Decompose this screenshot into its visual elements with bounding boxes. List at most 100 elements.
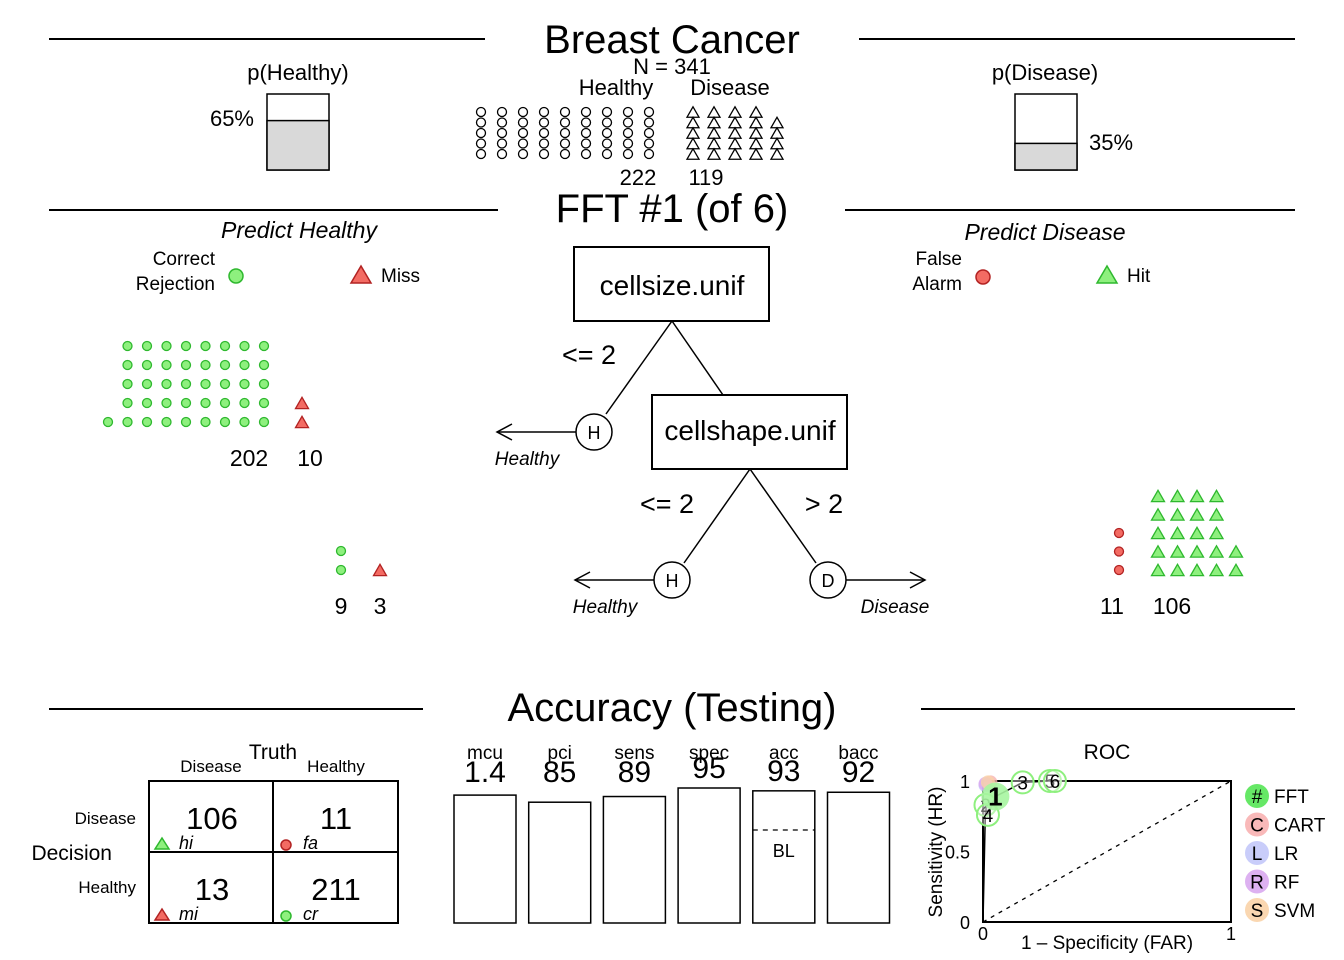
truth-label: Truth (249, 741, 297, 764)
legend-lr-icon (1245, 841, 1269, 865)
node-2-box (651, 394, 848, 470)
healthy-person-icon (496, 106, 508, 118)
healthy-person-icon (580, 138, 592, 149)
healthy-person-icon (496, 138, 508, 149)
correct-rejection-icon (122, 359, 133, 371)
false-alarm-icon (280, 839, 292, 851)
false-alarm-icon (975, 269, 991, 285)
legend-rf-icon (1245, 869, 1269, 894)
legend-label: SVM (1274, 901, 1315, 922)
healthy-person-icon (622, 127, 634, 139)
false-alarm-icons (1113, 527, 1125, 576)
node-1-right-branch (671, 320, 724, 396)
disease-person-icon (727, 147, 743, 160)
legend-false-alarm-line2: Alarm (912, 274, 962, 295)
false-alarm-icon (1113, 546, 1125, 557)
miss-icon (294, 396, 310, 410)
healthy-person-icon (601, 106, 613, 118)
correct-rejection-icon (335, 545, 347, 557)
roc-xlabel: 1 – Specificity (FAR) (1021, 933, 1193, 954)
correct-rejection-icon (161, 340, 172, 352)
p-healthy-label: p(Healthy) (247, 60, 348, 85)
population-disease-label: Disease (690, 75, 769, 100)
roc-title: ROC (1084, 741, 1131, 764)
node-2-right-symbol: D (822, 571, 835, 591)
healthy-person-icon (643, 117, 655, 128)
healthy-person-icon (643, 148, 655, 160)
accuracy-bar-spec (677, 787, 741, 924)
arrow-right-icon (909, 571, 927, 589)
correct-rejection-icon (180, 359, 192, 371)
legend-symbol: C (1250, 816, 1264, 837)
roc-fft-point-label: 3 (1017, 773, 1028, 794)
miss-icon (372, 563, 388, 577)
healthy-person-icon (622, 138, 634, 149)
legend-miss: Miss (381, 266, 420, 287)
healthy-person-icon (559, 117, 571, 128)
correct-rejection-icon (180, 397, 192, 409)
healthy-person-icon (517, 127, 529, 139)
roc-chance-line (982, 780, 1232, 923)
hit-count: 106 (1153, 593, 1191, 619)
correct-rejection-icon (219, 397, 231, 409)
node-2-exit-symbol: H (666, 571, 679, 591)
predict-disease-title: Predict Disease (964, 219, 1125, 245)
accuracy-bar-name: sens (614, 743, 654, 764)
confusion-matrix: Truth Disease Healthy Disease Healthy De… (31, 741, 399, 924)
correct-rejection-icon (219, 340, 231, 352)
hit-icons (1150, 489, 1244, 577)
correct-rejection-icon (141, 416, 153, 428)
p-bar-fill (266, 119, 330, 171)
disease-person-icon (685, 147, 701, 160)
healthy-person-icon (517, 106, 529, 118)
population-disease-icons (685, 105, 785, 160)
tree-title: FFT #1 (of 6) (556, 187, 789, 231)
node-2-cue: cellshape.unif (664, 415, 835, 446)
correct-rejection-icon (219, 359, 231, 371)
disease-person-icon (727, 136, 743, 150)
correct-rejection-icon (161, 359, 172, 371)
roc-fft-point-label: 4 (983, 806, 994, 827)
hit-icon (1208, 544, 1225, 558)
accuracy-bar-pci (527, 801, 592, 924)
roc-plot-area (982, 780, 1232, 923)
correct-rejection-icon (335, 564, 347, 576)
plot-title: Breast Cancer (544, 18, 800, 62)
healthy-person-icon (496, 148, 508, 160)
healthy-person-icon (517, 148, 529, 160)
level-1-miss-icons (294, 396, 310, 429)
hit-icon (1150, 563, 1166, 577)
correct-rejection-icon (200, 378, 211, 390)
healthy-person-icon (517, 138, 529, 149)
cell-fa-label: fa (303, 833, 318, 853)
accuracy-bar-name: mcu (467, 743, 503, 764)
roc-ytick: 0.5 (945, 843, 970, 863)
correct-rejection-icon (180, 378, 192, 390)
healthy-person-icon (622, 148, 634, 160)
legend-label: CART (1274, 816, 1326, 837)
hit-icon (1169, 563, 1186, 577)
correct-rejection-icon (161, 378, 172, 390)
legend-false-alarm-line1: False (916, 249, 962, 270)
healthy-person-icon (580, 127, 592, 139)
healthy-person-icon (559, 106, 571, 118)
hit-icon (1150, 489, 1166, 503)
roc-fft-point-label: 5 (1045, 772, 1056, 793)
hit-icon (1169, 507, 1186, 521)
roc-xtick: 1 (1226, 924, 1236, 944)
correct-rejection-icon (200, 416, 211, 428)
correct-rejection-icon (239, 340, 250, 352)
healthy-person-icon (538, 127, 550, 139)
accuracy-bar-value: 89 (618, 756, 651, 789)
disease-person-icon (706, 115, 722, 129)
p-disease-bar (1014, 93, 1078, 171)
node-2-left-branch (683, 468, 751, 564)
legend-symbol: L (1252, 844, 1263, 865)
correct-rejection-icon (219, 416, 231, 428)
accuracy-bar-value: 1.4 (464, 756, 506, 789)
legend-symbol: S (1251, 901, 1264, 922)
accuracy-bar-name: spec (689, 743, 729, 764)
level-2-miss-count: 3 (374, 593, 387, 619)
healthy-person-icon (538, 117, 550, 128)
correct-rejection-icon (258, 359, 270, 371)
